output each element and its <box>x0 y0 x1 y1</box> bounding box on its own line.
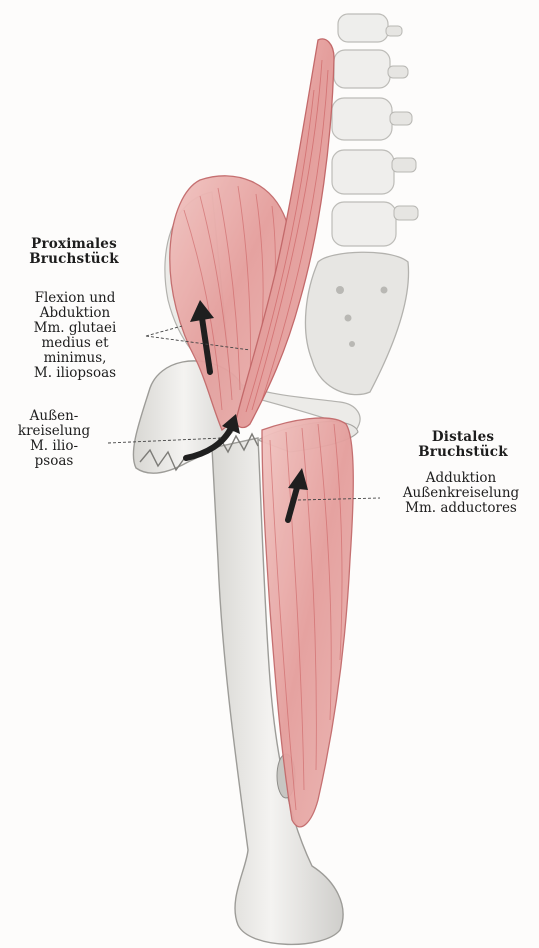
label-line: Mm. glutaei <box>16 321 134 336</box>
label-line: M. iliopsoas <box>16 366 134 381</box>
label-line: Bruchstück <box>408 445 518 460</box>
label-line: Proximales <box>18 237 130 252</box>
distal-fragment-heading: Distales Bruchstück <box>408 430 518 460</box>
proximal-fragment-heading: Proximales Bruchstück <box>18 237 130 267</box>
lumbar-spine <box>332 14 418 246</box>
vertebra <box>332 202 418 246</box>
vertebra <box>334 50 408 88</box>
label-line: Bruchstück <box>18 252 130 267</box>
label-line: Abduktion <box>16 306 134 321</box>
label-line: Adduktion <box>383 471 539 486</box>
external-rotation-label: Außen- kreiselung M. ilio- psoas <box>8 409 100 469</box>
label-line: kreiselung <box>8 424 100 439</box>
label-line: Außenkreiselung <box>383 486 539 501</box>
sacrum <box>305 252 408 394</box>
label-line: Mm. adductores <box>383 501 539 516</box>
label-line: medius et <box>16 336 134 351</box>
label-line: M. ilio- <box>8 439 100 454</box>
vertebra <box>332 150 416 194</box>
label-line: Flexion und <box>16 291 134 306</box>
vertebra <box>332 98 412 140</box>
label-line: Distales <box>408 430 518 445</box>
distal-fragment-actions: Adduktion Außenkreiselung Mm. adductores <box>383 471 539 516</box>
vertebra <box>338 14 402 42</box>
label-line: psoas <box>8 454 100 469</box>
label-line: Außen- <box>8 409 100 424</box>
label-line: minimus, <box>16 351 134 366</box>
proximal-fragment-actions: Flexion und Abduktion Mm. glutaei medius… <box>16 291 134 381</box>
